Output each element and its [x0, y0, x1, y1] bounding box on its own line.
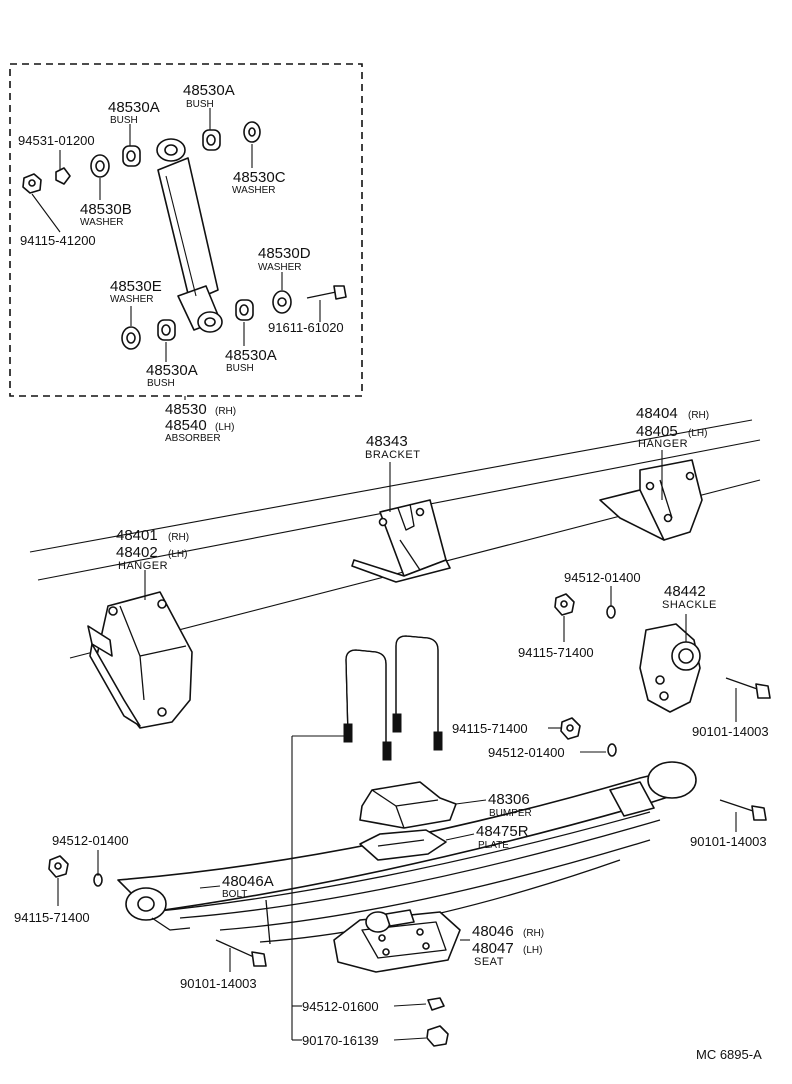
label-48530b-name: WASHER	[80, 217, 124, 228]
label-90101-14003-right: 90101-14003	[690, 834, 767, 849]
label-94115-71400-mid: 94115-71400	[452, 721, 528, 736]
washer-48530b	[90, 154, 110, 178]
shackle	[639, 623, 701, 713]
bolt-bottom	[215, 939, 267, 967]
washer-48530d	[272, 290, 292, 314]
rear-hanger	[599, 459, 703, 541]
nut-94115-41200	[22, 173, 42, 194]
label-seat-rh-number: 48046	[472, 923, 514, 940]
clip-94531	[55, 167, 71, 185]
label-48530a-bottom-left-number: 48530A	[146, 362, 198, 379]
label-48530d-name: WASHER	[258, 262, 302, 273]
label-seat-name: SEAT	[474, 956, 504, 968]
label-94512-01400-top: 94512-01400	[564, 570, 641, 585]
seat	[333, 909, 461, 973]
washer-top	[606, 605, 616, 619]
label-bumper-number: 48306	[488, 791, 530, 808]
bush-bottom-mid	[235, 299, 254, 321]
label-shackle-number: 48442	[664, 583, 706, 600]
label-absorber-lh: (LH)	[215, 422, 234, 433]
nut-bottom	[426, 1025, 449, 1047]
label-rear-hanger-lh: (LH)	[688, 428, 707, 439]
label-48530a-bottom-right-name: BUSH	[226, 363, 254, 374]
washer-48530e	[121, 326, 141, 350]
bracket	[351, 499, 451, 583]
label-front-hanger-lh-number: 48402	[116, 544, 158, 561]
bush-bottom-left	[157, 319, 176, 341]
figure-code: MC 6895-A	[696, 1047, 762, 1062]
washer-bottom	[427, 997, 445, 1011]
label-absorber-lh-number: 48540	[165, 417, 207, 434]
label-front-hanger-lh: (LH)	[168, 549, 187, 560]
label-bumper-name: BUMPER	[489, 808, 532, 819]
u-bolts	[343, 635, 443, 761]
label-48530a-left-number: 48530A	[108, 99, 160, 116]
label-90101-14003-shackle: 90101-14003	[692, 724, 769, 739]
label-48530c-number: 48530C	[233, 169, 286, 186]
bolt-shackle	[725, 677, 771, 699]
label-94115-41200: 94115-41200	[20, 233, 96, 248]
label-rear-hanger-name: HANGER	[638, 438, 688, 450]
label-front-hanger-rh: (RH)	[168, 532, 189, 543]
nut-left	[48, 855, 69, 878]
absorber-leader-lines	[31, 108, 321, 400]
bolt-right	[719, 799, 767, 821]
label-94115-71400-top: 94115-71400	[518, 645, 594, 660]
label-seat-lh: (LH)	[523, 945, 542, 956]
label-plate-number: 48475R	[476, 823, 529, 840]
label-bracket-name: BRACKET	[365, 449, 420, 461]
label-absorber-rh: (RH)	[215, 406, 236, 417]
label-48530e-number: 48530E	[110, 278, 162, 295]
label-48530c-name: WASHER	[232, 185, 276, 196]
label-90170-16139: 90170-16139	[302, 1033, 379, 1048]
label-seat-lh-number: 48047	[472, 940, 514, 957]
label-94512-01400-mid: 94512-01400	[488, 745, 565, 760]
label-48530a-top-number: 48530A	[183, 82, 235, 99]
label-spring-bolt-name: BOLT	[222, 889, 247, 900]
label-48530a-left-name: BUSH	[110, 115, 138, 126]
front-hanger	[87, 591, 193, 729]
absorber-group-box	[9, 63, 363, 397]
label-seat-rh: (RH)	[523, 928, 544, 939]
bush-top-right	[202, 129, 221, 151]
label-94512-01600: 94512-01600	[302, 999, 379, 1014]
label-spring-bolt-number: 48046A	[222, 873, 274, 890]
label-front-hanger-rh-number: 48401	[116, 527, 158, 544]
plate	[359, 829, 447, 861]
label-48530a-bottom-left-name: BUSH	[147, 378, 175, 389]
shock-absorber	[156, 138, 223, 333]
washer-mid	[607, 743, 617, 757]
label-bracket-number: 48343	[366, 433, 408, 450]
label-front-hanger-name: HANGER	[118, 560, 168, 572]
label-48530a-bottom-right-number: 48530A	[225, 347, 277, 364]
label-48530a-top-name: BUSH	[186, 99, 214, 110]
label-rear-hanger-rh: (RH)	[688, 410, 709, 421]
label-rear-hanger-lh-number: 48405	[636, 423, 678, 440]
bumper	[359, 781, 457, 829]
leader-lines	[57, 450, 737, 1041]
label-shackle-name: SHACKLE	[662, 599, 717, 611]
label-94115-71400-left: 94115-71400	[14, 910, 90, 925]
bolt-91611	[306, 285, 347, 300]
label-rear-hanger-rh-number: 48404	[636, 405, 678, 422]
label-absorber-name: ABSORBER	[165, 433, 221, 444]
washer-48530c	[243, 121, 261, 143]
label-91611-61020: 91611-61020	[268, 320, 344, 335]
label-48530e-name: WASHER	[110, 294, 154, 305]
label-94531-01200: 94531-01200	[18, 133, 95, 148]
nut-top	[554, 593, 575, 616]
label-90101-14003-bottom: 90101-14003	[180, 976, 257, 991]
bush-top-left	[122, 145, 141, 167]
nut-mid	[560, 717, 581, 740]
label-plate-name: PLATE	[478, 840, 509, 851]
label-48530d-number: 48530D	[258, 245, 311, 262]
label-absorber-rh-number: 48530	[165, 401, 207, 418]
label-48530b-number: 48530B	[80, 201, 132, 218]
label-94512-01400-left: 94512-01400	[52, 833, 129, 848]
spring-bolt-shaft	[265, 899, 271, 945]
